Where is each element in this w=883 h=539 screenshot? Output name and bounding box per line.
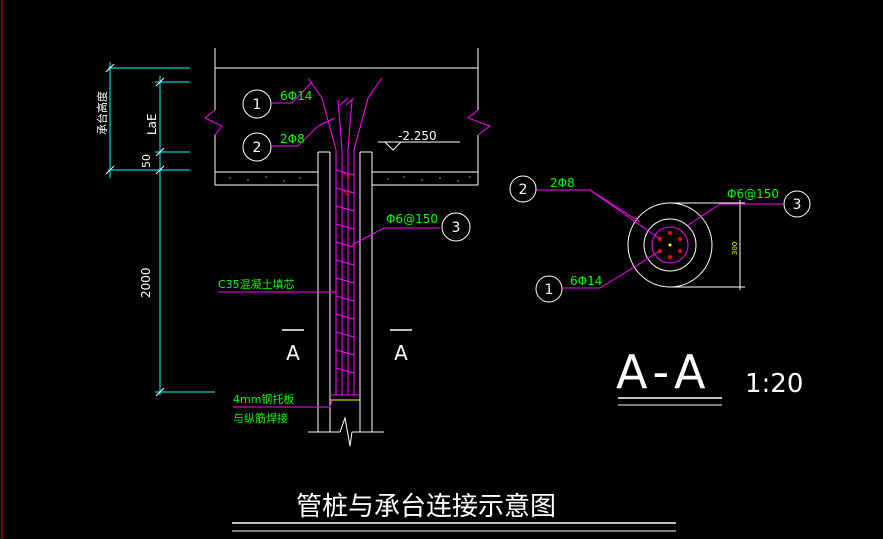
center-point (668, 243, 672, 247)
dim-cap-height: 承台高度 (95, 91, 109, 135)
elevation-view: -2.250 承台高度 LaE 50 2000 (95, 48, 492, 447)
section-rebar-dots (658, 231, 682, 259)
svg-text:2: 2 (253, 140, 262, 156)
pile-inner-circle (643, 218, 697, 272)
marker-2: 2 (242, 132, 272, 162)
section-cut-left: A (282, 329, 304, 365)
elevation-text: -2.250 (398, 129, 437, 143)
label-concrete-fill: C35混凝土填芯 (218, 277, 295, 291)
longitudinal-rebar (307, 77, 383, 396)
label-plate-line1: 4mm钢托板 (233, 392, 294, 406)
marker-3: 3 (441, 212, 471, 242)
rebar-tick-marks (342, 171, 350, 197)
stirrups (335, 169, 355, 374)
svg-text:3: 3 (793, 197, 802, 213)
leader-lines (218, 81, 440, 408)
stirrup-circle (651, 226, 689, 264)
section-label-rebar2: 2Φ8 (550, 176, 575, 190)
pile-cap-outline (214, 48, 479, 186)
svg-text:A: A (394, 341, 408, 365)
section-label-stirrup: Φ6@150 (727, 187, 779, 201)
section-marker-2: 2 (509, 175, 537, 203)
label-rebar2: 2Φ8 (280, 132, 305, 146)
label-rebar1: 6Φ14 (280, 89, 312, 103)
section-marker-3: 3 (783, 190, 811, 218)
section-dimension (670, 200, 745, 290)
marker-1: 1 (242, 89, 272, 119)
dim-anchorage: LaE (145, 113, 159, 135)
label-stirrup: Φ6@150 (386, 212, 438, 226)
break-lines (204, 109, 492, 136)
svg-text:1: 1 (545, 282, 554, 298)
section-title: A-A (616, 345, 712, 399)
section-marker-1: 1 (535, 275, 563, 303)
section-leaders (536, 189, 783, 289)
dimension-ticks (105, 63, 165, 397)
section-scale: 1:20 (745, 369, 803, 399)
section-label-rebar1: 6Φ14 (570, 274, 602, 288)
svg-text:3: 3 (452, 220, 461, 236)
dimension-lines (108, 62, 215, 395)
label-plate-line2: 与纵筋焊接 (233, 411, 288, 425)
svg-text:A: A (286, 341, 300, 365)
svg-text:2: 2 (519, 182, 528, 198)
elevation-mark (378, 141, 460, 151)
drawing-title: 管桩与承台连接示意图 (296, 492, 556, 522)
cushion-hatch (229, 176, 471, 182)
section-diameter: 300 (731, 242, 739, 255)
dim-fifty: 50 (140, 154, 153, 168)
section-view: 300 2 3 1 2Φ8 Φ6@150 6Φ14 A-A 1:20 (509, 175, 811, 406)
svg-text:1: 1 (253, 97, 262, 113)
dim-pile-length: 2000 (139, 267, 153, 298)
section-cut-right: A (390, 329, 412, 365)
